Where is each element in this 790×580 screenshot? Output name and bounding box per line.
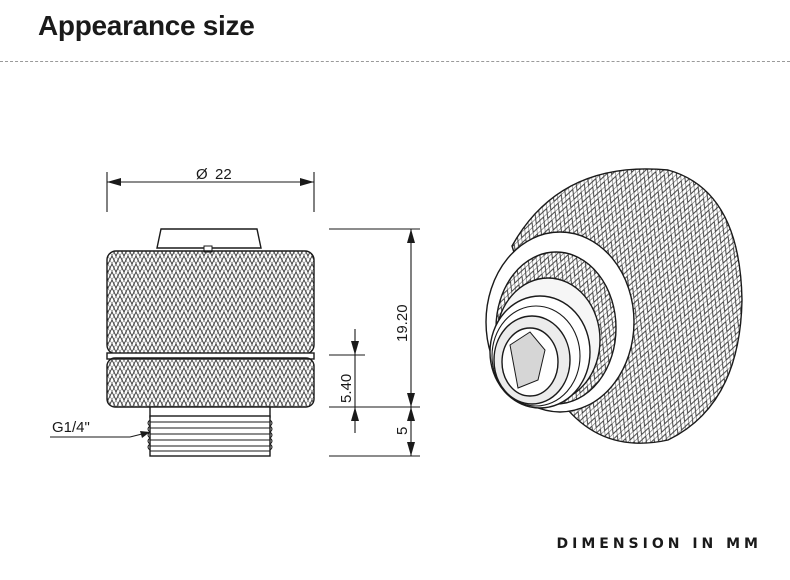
thread-spec-label: G1/4" bbox=[52, 419, 90, 436]
top-collar bbox=[156, 228, 262, 249]
thread-edge-left bbox=[147, 419, 151, 451]
total-arrow-bottom bbox=[407, 393, 415, 407]
iso-bore-shading bbox=[509, 331, 546, 389]
diameter-label: 22 bbox=[215, 166, 232, 183]
band-arrow-bottom bbox=[351, 407, 359, 421]
page-title: Appearance size bbox=[38, 10, 255, 41]
diameter-dimension bbox=[106, 172, 315, 212]
units-note: DIMENSION IN MM bbox=[556, 536, 762, 552]
total-height-label: 19.20 bbox=[394, 304, 411, 342]
total-arrow-top bbox=[407, 229, 415, 243]
thread-height-label: 5 bbox=[394, 427, 411, 435]
thread-arrow-top bbox=[407, 407, 415, 421]
band-arrow-top bbox=[351, 341, 359, 355]
iso-thread-mid bbox=[491, 305, 581, 407]
lower-knurl-body bbox=[106, 357, 315, 408]
isometric-view bbox=[485, 168, 743, 444]
upper-knurl-body bbox=[106, 250, 315, 355]
front-view bbox=[106, 228, 315, 457]
threaded-tail bbox=[149, 415, 271, 457]
diameter-arrow-right bbox=[300, 178, 314, 186]
height-dimensions bbox=[329, 228, 420, 457]
diameter-symbol: Ø bbox=[196, 166, 208, 183]
band-height-label: 5.40 bbox=[338, 374, 355, 403]
thread-arrow-bottom bbox=[407, 442, 415, 456]
diameter-arrow-left bbox=[107, 178, 121, 186]
thread-leader bbox=[50, 431, 150, 438]
title-divider bbox=[0, 61, 790, 62]
thread-lines bbox=[150, 421, 270, 452]
thread-edge-right bbox=[269, 419, 273, 451]
